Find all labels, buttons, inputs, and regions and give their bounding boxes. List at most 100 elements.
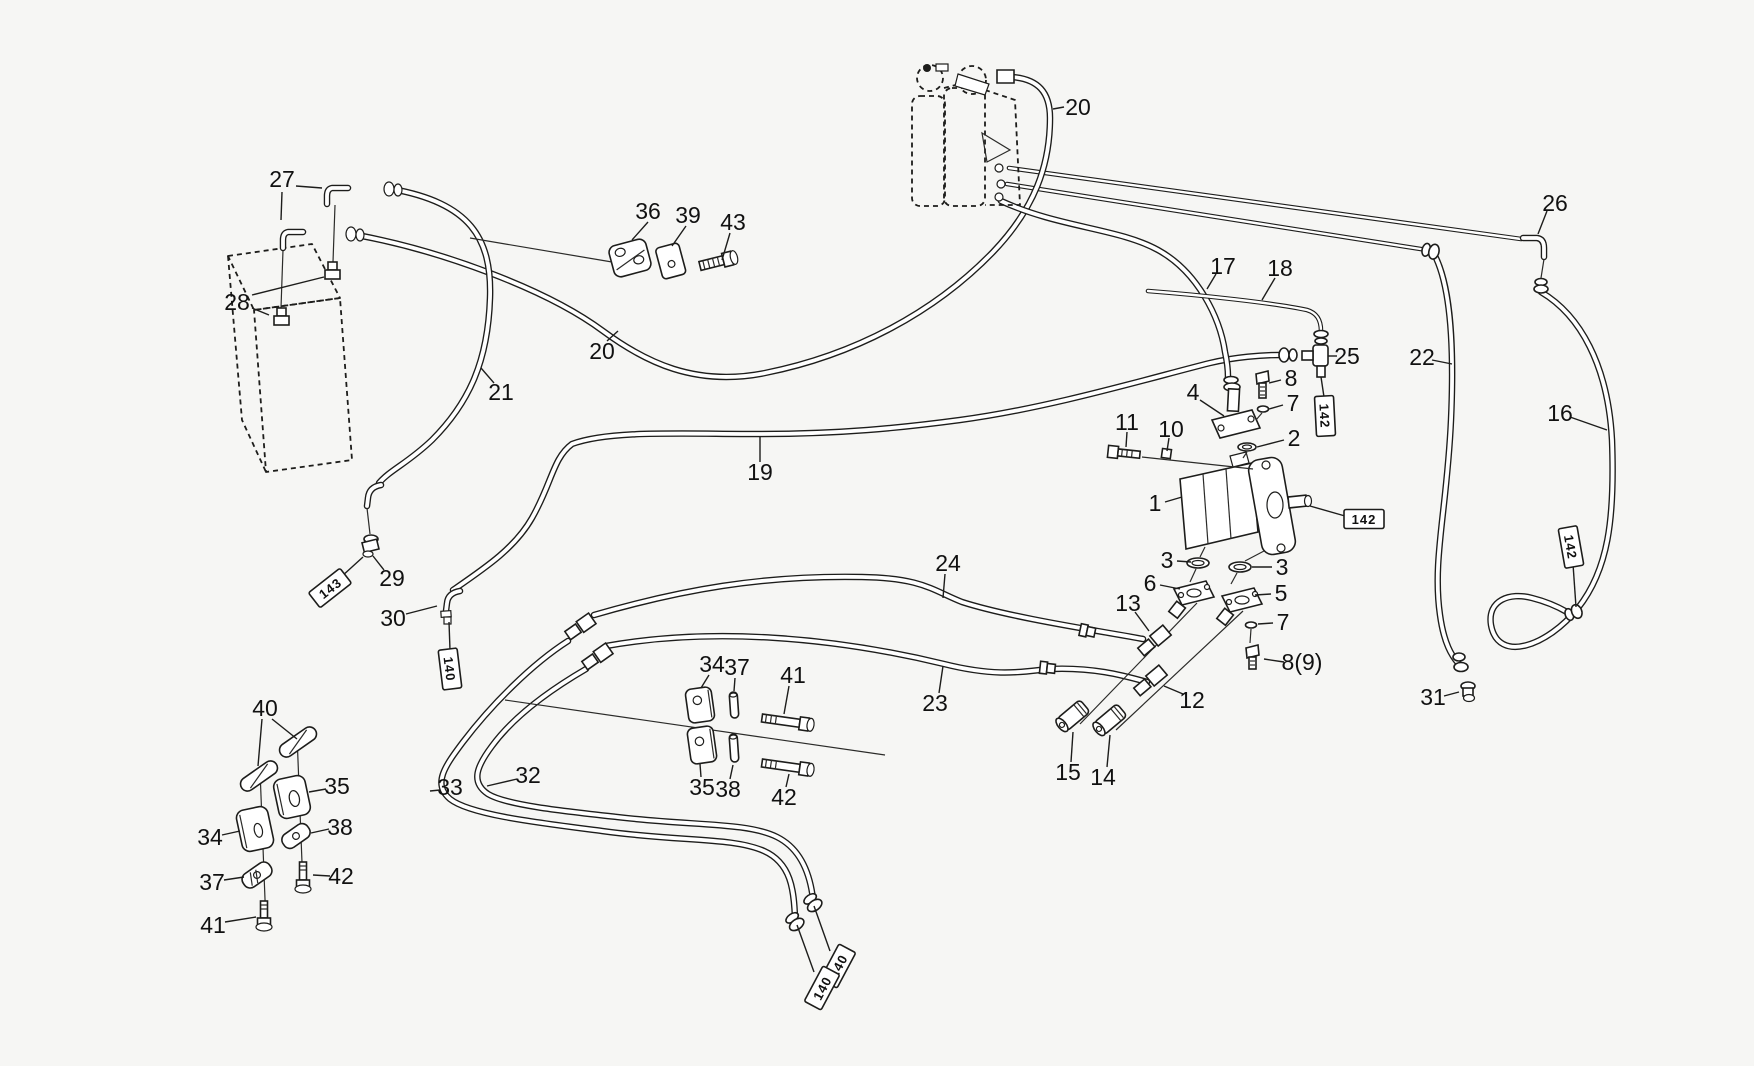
bolt-43 bbox=[697, 250, 739, 272]
leader-line-89 bbox=[1263, 658, 1285, 663]
leader-line-41a bbox=[224, 916, 257, 923]
hose-16 bbox=[1487, 288, 1616, 650]
part-label-22: 22 bbox=[1409, 344, 1435, 370]
part-label-37a: 37 bbox=[199, 869, 225, 895]
part-label-23: 23 bbox=[922, 690, 948, 716]
nipple-28b bbox=[273, 307, 290, 326]
part-label-39: 39 bbox=[675, 202, 701, 228]
clamp-34-left bbox=[235, 805, 275, 853]
plate-38-left bbox=[281, 822, 311, 850]
leader-line-28 bbox=[251, 276, 325, 296]
part-label-2: 2 bbox=[1288, 425, 1301, 451]
bolt-8 bbox=[1255, 369, 1270, 421]
leader-line-15 bbox=[1070, 731, 1074, 763]
elbow-27-lower bbox=[279, 226, 365, 252]
ref-tag-label-142b: 142 bbox=[1352, 512, 1377, 527]
leader-line-35b bbox=[699, 763, 702, 778]
part-label-30: 30 bbox=[380, 605, 406, 631]
pin-38-mid bbox=[728, 733, 740, 763]
part-label-24: 24 bbox=[935, 550, 961, 576]
pipe-to-hose-22 bbox=[1004, 181, 1430, 253]
leader-line-23 bbox=[938, 665, 944, 694]
wedge-40b bbox=[239, 760, 279, 792]
union-13 bbox=[1136, 623, 1173, 657]
bolt-11 bbox=[1106, 444, 1142, 460]
hose16-end-collar bbox=[1564, 603, 1583, 622]
part-label-7a: 7 bbox=[1287, 390, 1300, 416]
part-label-34b: 34 bbox=[699, 651, 725, 677]
pipe-32 bbox=[474, 665, 817, 903]
leader-line-36 bbox=[631, 221, 649, 241]
leader-line-37b bbox=[733, 677, 736, 692]
pump-lower-fittings bbox=[1167, 546, 1265, 670]
leader-line-10 bbox=[1166, 437, 1170, 452]
part-label-32: 32 bbox=[515, 762, 541, 788]
pipe-end-collar-32 bbox=[803, 892, 823, 913]
part-label-16: 16 bbox=[1547, 400, 1573, 426]
part-label-27: 27 bbox=[269, 166, 295, 192]
leader-line-2 bbox=[1256, 439, 1285, 448]
leader-line-12 bbox=[1163, 685, 1184, 695]
tag-leader-140a bbox=[448, 621, 451, 651]
leader-line-30 bbox=[405, 605, 438, 615]
part-label-89: 8(9) bbox=[1282, 649, 1323, 675]
leader-line-18 bbox=[1261, 277, 1276, 301]
leader-line-7b bbox=[1257, 622, 1274, 625]
part-label-5: 5 bbox=[1275, 580, 1288, 606]
hose-21 bbox=[375, 185, 494, 487]
part-label-7b: 7 bbox=[1277, 609, 1290, 635]
part-label-6: 6 bbox=[1144, 570, 1157, 596]
part-label-42b: 42 bbox=[771, 784, 797, 810]
part-label-10: 10 bbox=[1158, 416, 1184, 442]
part-label-12: 12 bbox=[1179, 687, 1205, 713]
leader-line-43 bbox=[721, 232, 731, 261]
pipe-end-collar-33 bbox=[785, 911, 805, 932]
tag-leader-142c bbox=[1572, 563, 1577, 608]
hose19-end-collar bbox=[1278, 347, 1298, 363]
leader-line-24 bbox=[942, 573, 946, 599]
leader-line-6 bbox=[1159, 584, 1181, 590]
bolt-41-left bbox=[255, 900, 273, 932]
part-label-20b: 20 bbox=[589, 338, 615, 364]
tee-25 bbox=[1301, 344, 1329, 378]
gear-pump-1 bbox=[1179, 451, 1313, 556]
pipe18-end-collar bbox=[1313, 329, 1329, 345]
leader-line-41b bbox=[783, 685, 790, 715]
leader-line-16 bbox=[1569, 416, 1608, 431]
leader-line-7a bbox=[1268, 404, 1284, 410]
nipple-28a bbox=[324, 261, 341, 280]
ref-tag-140c: 140 bbox=[804, 965, 840, 1011]
tag-leader-140b bbox=[813, 905, 831, 952]
leader-line-35a bbox=[308, 788, 327, 793]
leader-line-38b bbox=[729, 764, 734, 780]
leader-line-32 bbox=[486, 778, 518, 787]
nut-10 bbox=[1160, 447, 1173, 460]
hose-end-14 bbox=[1092, 704, 1127, 737]
pipe-33 bbox=[438, 637, 799, 922]
leader-line-34a bbox=[221, 830, 241, 836]
leader-line-21 bbox=[480, 367, 495, 384]
part-label-42a: 42 bbox=[328, 863, 354, 889]
banjo-fitting-4 bbox=[1210, 375, 1262, 459]
reservoir-left bbox=[227, 204, 353, 473]
collar-hose23 bbox=[1038, 660, 1057, 675]
part-label-35b: 35 bbox=[689, 774, 715, 800]
leader-line-33 bbox=[429, 789, 441, 792]
plate-37-left bbox=[241, 861, 273, 889]
leader-line-40 bbox=[257, 718, 263, 767]
part-label-37b: 37 bbox=[724, 654, 750, 680]
part-label-36: 36 bbox=[635, 198, 661, 224]
pipe-18 bbox=[1145, 288, 1324, 334]
leader-line-39 bbox=[671, 225, 687, 247]
leader-line-42b bbox=[785, 773, 790, 788]
part-label-25: 25 bbox=[1334, 343, 1360, 369]
leader-line-20b bbox=[606, 330, 619, 342]
part-label-34a: 34 bbox=[197, 824, 223, 850]
ref-tag-143: 143 bbox=[308, 568, 352, 608]
part-label-18: 18 bbox=[1267, 255, 1293, 281]
leader-line-31 bbox=[1443, 691, 1460, 697]
ref-tag-142a: 142 bbox=[1313, 394, 1337, 438]
